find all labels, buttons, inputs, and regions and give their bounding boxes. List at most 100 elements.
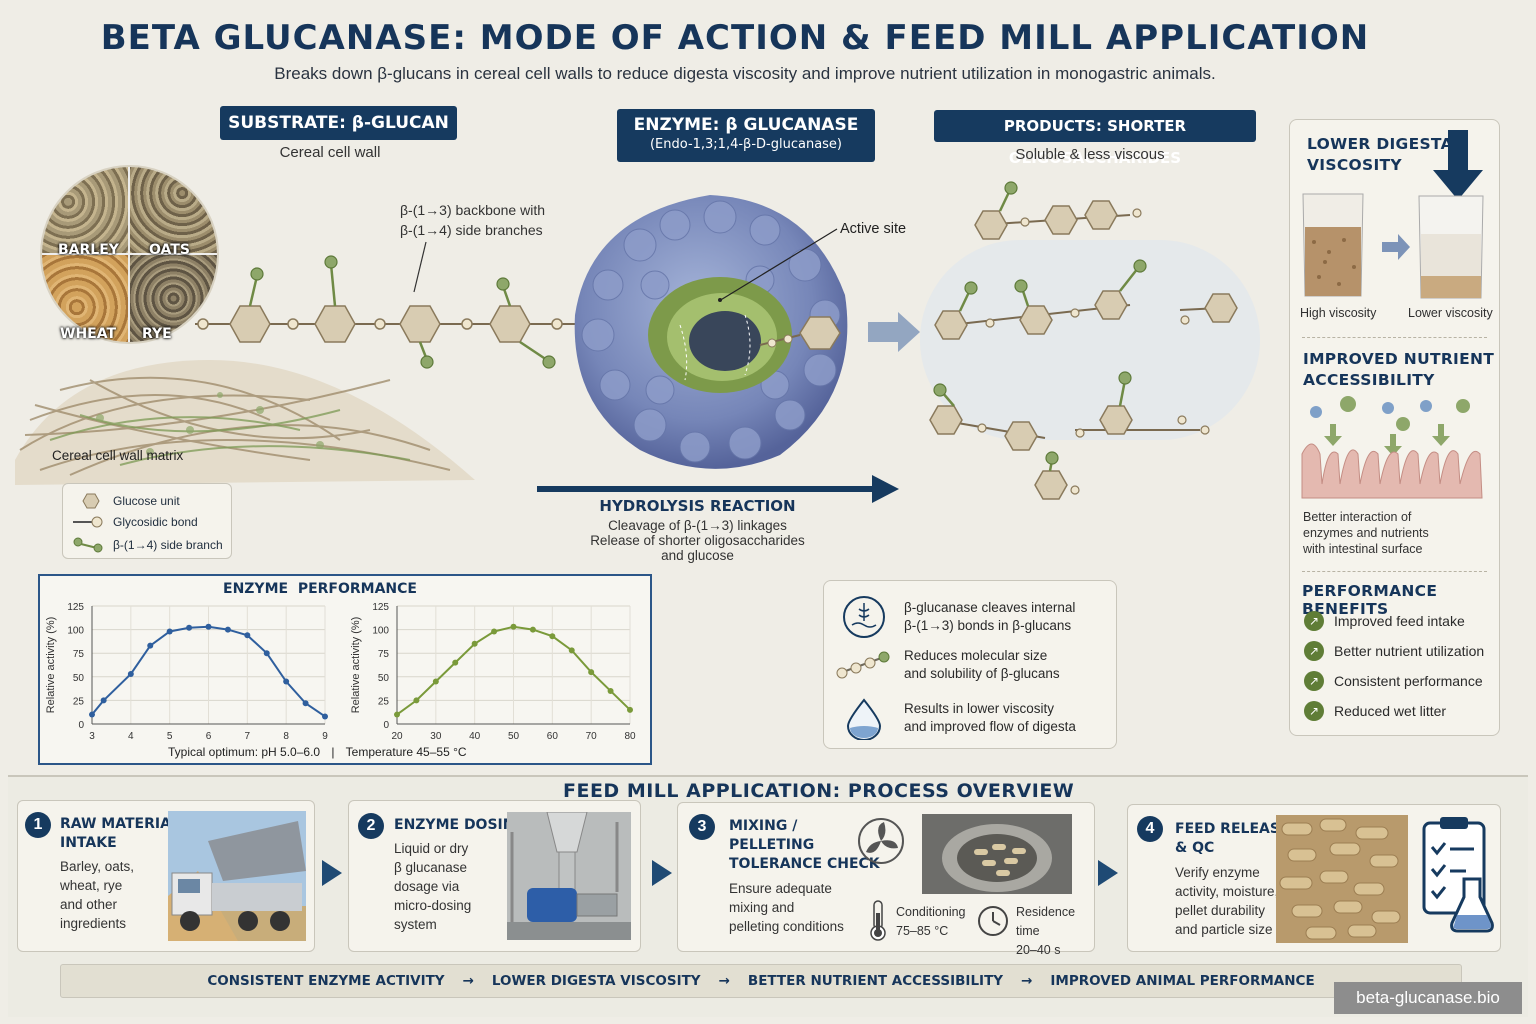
active-site-pointer bbox=[718, 228, 838, 302]
intestinal-surface-image bbox=[1301, 396, 1483, 499]
benefit-item: ↗Improved feed intake bbox=[1304, 606, 1484, 636]
hydrolysis-text: HYDROLYSIS REACTION Cleavage of β-(1→3) … bbox=[560, 497, 835, 563]
check-arrow-icon: ↗ bbox=[1304, 611, 1324, 631]
flow-item-2: LOWER DIGESTA VISCOSITY bbox=[491, 973, 701, 989]
data-point bbox=[89, 711, 95, 718]
high-viscosity-label: High viscosity bbox=[1300, 306, 1377, 320]
check-arrow-icon: ↗ bbox=[1304, 701, 1324, 721]
divider-1 bbox=[1302, 337, 1487, 338]
pellet-mill-image bbox=[922, 814, 1072, 894]
x-tick-label: 8 bbox=[283, 731, 289, 742]
step-number: 4 bbox=[1137, 816, 1163, 842]
y-tick-label: 25 bbox=[73, 696, 85, 707]
low-viscosity-label: Lower viscosity bbox=[1408, 306, 1493, 320]
y-tick-label: 75 bbox=[73, 649, 85, 660]
x-tick-label: 20 bbox=[391, 731, 403, 742]
legend-item-branch: β-(1→4) side branch bbox=[73, 537, 223, 553]
data-point bbox=[100, 697, 107, 704]
data-point bbox=[471, 640, 478, 647]
x-tick-label: 3 bbox=[89, 731, 95, 742]
grain-label-rye: RYE bbox=[142, 326, 172, 342]
enzyme-water-icon bbox=[843, 596, 885, 638]
data-point bbox=[413, 697, 420, 704]
step-title: ENZYME DOSING bbox=[394, 817, 526, 833]
step-title: FEED RELEASE& QC bbox=[1175, 821, 1290, 856]
step-number: 2 bbox=[358, 813, 384, 839]
optimum-ph-text: Typical optimum: pH 5.0–6.0 bbox=[168, 745, 321, 759]
page-title: BETA GLUCANASE: MODE OF ACTION & FEED MI… bbox=[100, 18, 1370, 58]
hydrolysis-line-3: and glucose bbox=[661, 548, 734, 563]
y-axis-label: Relative activity (%) bbox=[45, 617, 57, 714]
data-point bbox=[224, 626, 231, 633]
data-point bbox=[166, 628, 173, 635]
y-tick-label: 125 bbox=[67, 602, 84, 613]
data-point bbox=[588, 669, 595, 676]
water-drop-icon bbox=[846, 698, 882, 740]
nutrient-description: Better interaction of enzymes and nutrie… bbox=[1303, 510, 1429, 556]
clock-icon bbox=[978, 906, 1008, 936]
data-point bbox=[607, 687, 614, 694]
product-flow-arrow bbox=[868, 312, 920, 352]
flow-item-3: BETTER NUTRIENT ACCESSIBILITY bbox=[747, 973, 1004, 989]
y-tick-label: 75 bbox=[378, 649, 390, 660]
data-point bbox=[263, 650, 270, 657]
down-arrow-icon bbox=[1433, 130, 1483, 200]
x-tick-label: 5 bbox=[167, 731, 173, 742]
y-tick-label: 0 bbox=[383, 720, 389, 731]
molecule-legend: Glucose unit Glycosidic bond β-(1→4) sid… bbox=[62, 483, 232, 559]
data-point bbox=[322, 713, 328, 720]
data-point bbox=[244, 632, 251, 639]
benefits-side-panel: LOWER DIGESTA VISCOSITY High viscosity L… bbox=[1289, 119, 1500, 736]
outcome-flow-bar: CONSISTENT ENZYME ACTIVITY → LOWER DIGES… bbox=[60, 964, 1462, 998]
clipboard-flask-icon bbox=[1422, 817, 1494, 933]
nutrient-title: IMPROVED NUTRIENT ACCESSIBILITY bbox=[1303, 350, 1495, 389]
flow-arrow: → bbox=[1021, 973, 1033, 989]
data-point bbox=[529, 626, 536, 633]
backbone-pointer-line bbox=[413, 241, 427, 293]
enzyme-structure-image bbox=[574, 195, 848, 469]
data-point bbox=[127, 670, 134, 677]
hydrolysis-title: HYDROLYSIS REACTION bbox=[599, 497, 796, 515]
viscosity-change-arrow bbox=[1382, 234, 1410, 260]
oligosaccharide-fragments bbox=[920, 181, 1260, 500]
mixer-fan-icon bbox=[858, 818, 904, 864]
data-point bbox=[452, 659, 459, 666]
hydrolysis-line-2: Release of shorter oligosaccharides bbox=[590, 533, 805, 548]
legend-item-glucose: Glucose unit bbox=[79, 492, 180, 510]
check-arrow-icon: ↗ bbox=[1304, 671, 1324, 691]
optimum-temperature-text: Temperature 45–55 °C bbox=[345, 745, 467, 759]
x-tick-label: 40 bbox=[469, 731, 481, 742]
high-viscosity-beaker bbox=[1302, 193, 1364, 297]
data-point bbox=[283, 678, 290, 685]
footer-separator: | bbox=[331, 745, 335, 759]
page-subtitle: Breaks down β-glucans in cereal cell wal… bbox=[274, 64, 1216, 83]
data-point bbox=[510, 623, 517, 630]
data-point bbox=[147, 642, 154, 649]
y-axis-label: Relative activity (%) bbox=[350, 617, 362, 714]
products-caption: Soluble & less viscous bbox=[1015, 146, 1165, 163]
x-tick-label: 4 bbox=[128, 731, 134, 742]
backbone-line-1: β-(1→3) backbone with bbox=[400, 202, 546, 218]
matrix-label: Cereal cell wall matrix bbox=[52, 448, 184, 463]
glycosidic-bond-icon bbox=[73, 516, 103, 528]
grain-label-oats: OATS bbox=[149, 242, 190, 258]
enzyme-label: ENZYME: β GLUCANASE (Endo-1,3;1,4-β-D-gl… bbox=[617, 109, 875, 162]
chart-title: ENZYME PERFORMANCE bbox=[223, 581, 417, 597]
benefits-title: PERFORMANCE BENEFITS bbox=[1302, 582, 1438, 618]
chart-footer: Typical optimum: pH 5.0–6.0 | Temperatur… bbox=[168, 745, 467, 759]
cereal-grains-image bbox=[40, 165, 219, 344]
x-tick-label: 6 bbox=[206, 731, 212, 742]
substrate-label: SUBSTRATE: β-GLUCAN bbox=[220, 106, 457, 140]
flow-arrow: → bbox=[462, 973, 474, 989]
hydrolysis-line-1: Cleavage of β-(1→3) linkages bbox=[608, 518, 787, 533]
data-point bbox=[491, 628, 498, 635]
